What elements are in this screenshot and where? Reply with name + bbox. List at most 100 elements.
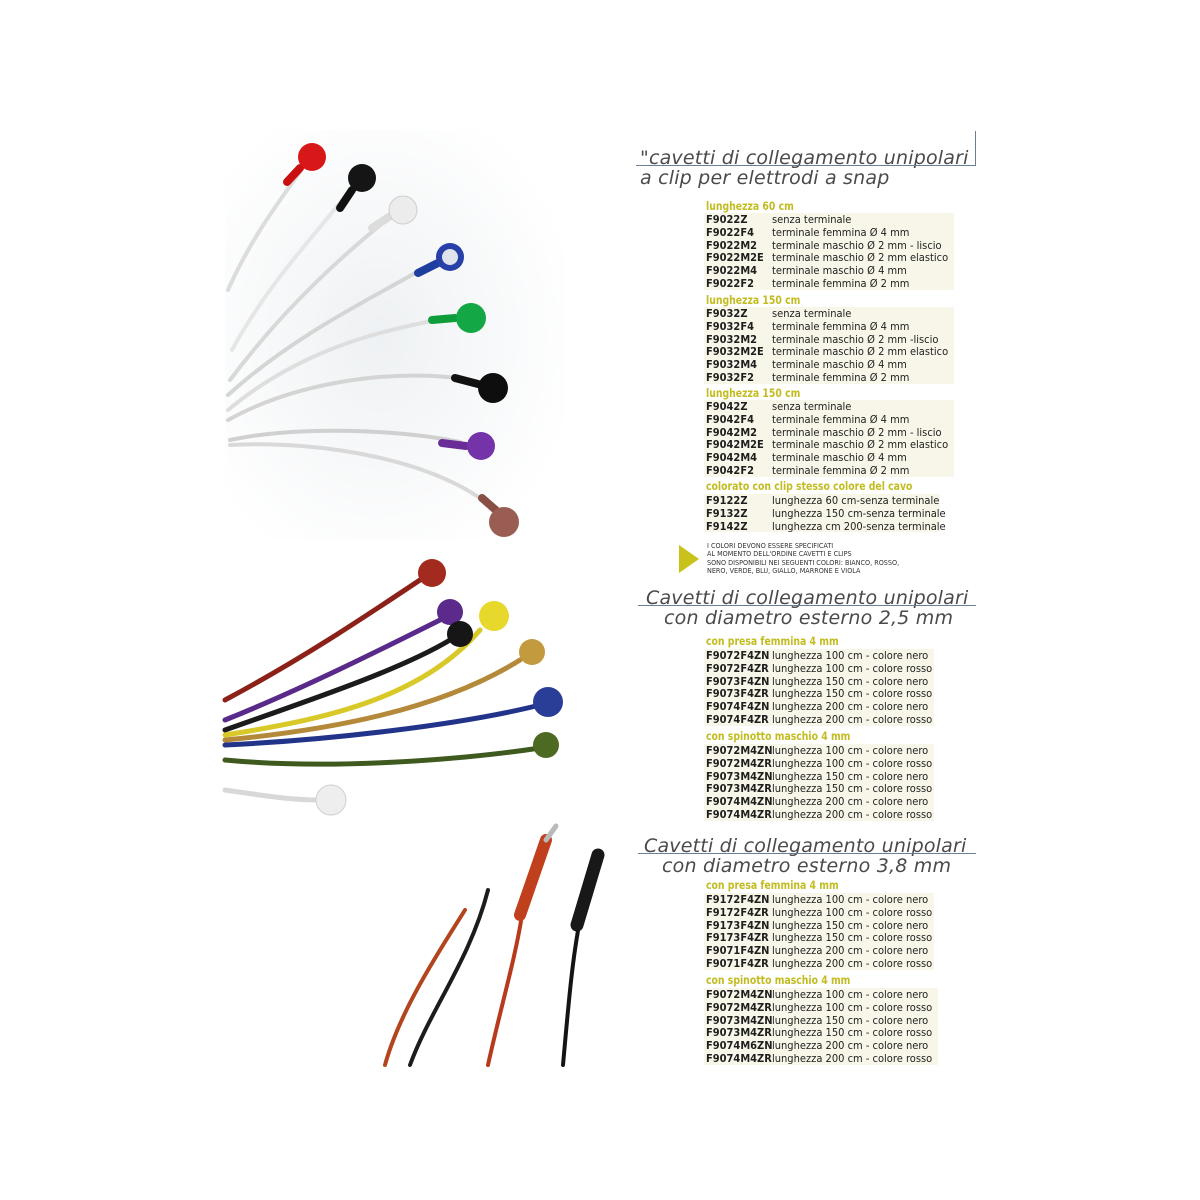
product-code: F9042F4 xyxy=(706,412,754,426)
product-description: lunghezza 100 cm - colore rosso xyxy=(772,905,933,919)
product-code: F9073F4ZR xyxy=(706,687,769,701)
product-code: F9074M6ZN xyxy=(706,1039,773,1053)
product-code: F9042M2 xyxy=(706,425,758,439)
product-description: lunghezza 100 cm - colore rosso xyxy=(772,661,933,675)
product-description: terminale maschio Ø 2 mm - liscio xyxy=(772,238,942,252)
product-code: F9022M4 xyxy=(706,264,758,278)
product-description: lunghezza 200 cm - colore rosso xyxy=(772,956,933,970)
product-description: lunghezza 100 cm - colore nero xyxy=(772,988,929,1001)
section-2-title: Cavetti di collegamento unipolari con di… xyxy=(646,588,968,628)
product-code: F9022M2E xyxy=(706,251,764,265)
product-description: lunghezza 150 cm - colore nero xyxy=(772,918,929,932)
product-code: F9071F4ZN xyxy=(706,944,770,958)
table-row: F9042F2 terminale femmina Ø 2 mm xyxy=(704,464,954,477)
product-code: F9042F2 xyxy=(706,463,754,477)
section-2-title-line-2: con diametro esterno 2,5 mm xyxy=(664,607,954,629)
product-code: F9022F4 xyxy=(706,225,754,239)
product-description: lunghezza 100 cm - colore nero xyxy=(772,744,929,757)
group-heading: con spinotto maschio 4 mm xyxy=(706,973,851,987)
product-code: F9042Z xyxy=(706,400,748,413)
product-description: terminale maschio Ø 4 mm xyxy=(772,264,907,278)
product-description: terminale maschio Ø 4 mm xyxy=(772,451,907,465)
product-description: lunghezza 200 cm - colore rosso xyxy=(772,1051,933,1065)
product-code: F9072M4ZR xyxy=(706,1000,772,1014)
color-note: I COLORI DEVONO ESSERE SPECIFICATI AL MO… xyxy=(707,542,900,575)
product-description: lunghezza 150 cm - colore nero xyxy=(772,674,929,688)
product-description: terminale maschio Ø 2 mm elastico xyxy=(772,438,949,452)
table-row: F9042M4 terminale maschio Ø 4 mm xyxy=(704,451,954,464)
note-line: SONO DISPONIBILI NEI SEGUENTI COLORI: BI… xyxy=(707,559,900,567)
product-code: F9073M4ZN xyxy=(706,769,773,783)
product-code: F9132Z xyxy=(706,506,748,520)
product-description: senza terminale xyxy=(772,307,852,320)
note-line: NERO, VERDE, BLU, GIALLO, MARRONE E VIOL… xyxy=(707,566,861,575)
product-code: F9032F4 xyxy=(706,319,754,333)
group-heading: con presa femmina 4 mm xyxy=(706,878,839,892)
product-description: lunghezza 200 cm - colore rosso xyxy=(772,712,933,726)
product-code: F9042M4 xyxy=(706,451,758,465)
product-code: F9122Z xyxy=(706,494,748,507)
group-heading: lunghezza 150 cm xyxy=(706,293,801,307)
section-3-title: Cavetti di collegamento unipolari con di… xyxy=(644,836,966,876)
table-row: F9022M4 terminale maschio Ø 4 mm xyxy=(704,264,954,277)
product-description: terminale maschio Ø 2 mm - liscio xyxy=(772,425,942,439)
product-code: F9022F2 xyxy=(706,276,754,290)
product-description: lunghezza 100 cm - colore nero xyxy=(772,893,929,906)
product-code: F9074M4ZR xyxy=(706,1051,772,1065)
section-3-title-line-2: con diametro esterno 3,8 mm xyxy=(662,855,952,877)
note-line: I COLORI DEVONO ESSERE SPECIFICATI xyxy=(707,542,834,550)
product-code: F9074F4ZN xyxy=(706,700,770,714)
group-heading: lunghezza 150 cm xyxy=(706,386,801,400)
table-row: F9032F2 terminale femmina Ø 2 mm xyxy=(704,371,954,384)
product-description: lunghezza cm 200-senza terminale xyxy=(772,519,946,533)
product-code: F9032F2 xyxy=(706,370,754,384)
product-code: F9022M2 xyxy=(706,238,758,252)
product-code: F9072F4ZR xyxy=(706,661,769,675)
product-code: F9073M4ZR xyxy=(706,1026,772,1040)
section-1-title-line-2: a clip per elettrodi a snap xyxy=(640,167,890,189)
product-description: lunghezza 200 cm - colore nero xyxy=(772,795,929,809)
product-description: lunghezza 200 cm - colore nero xyxy=(772,700,929,714)
product-description: lunghezza 150 cm - colore rosso xyxy=(772,931,933,945)
section-1-vertical-divider xyxy=(975,131,976,165)
product-description: senza terminale xyxy=(772,400,852,413)
product-description: lunghezza 150 cm-senza terminale xyxy=(772,506,946,520)
product-description: terminale femmina Ø 2 mm xyxy=(772,370,910,384)
table-row: F9132Z lunghezza 150 cm-senza terminale xyxy=(704,506,946,520)
section-1-divider xyxy=(636,165,976,166)
product-description: lunghezza 100 cm - colore rosso xyxy=(772,1000,933,1014)
product-code: F9172F4ZR xyxy=(706,905,769,919)
product-description: terminale femmina Ø 2 mm xyxy=(772,463,910,477)
product-code: F9074M4ZR xyxy=(706,807,772,821)
product-description: lunghezza 200 cm - colore nero xyxy=(772,1039,929,1053)
group-heading: con spinotto maschio 4 mm xyxy=(706,729,851,743)
product-description: lunghezza 200 cm - colore nero xyxy=(772,944,929,958)
